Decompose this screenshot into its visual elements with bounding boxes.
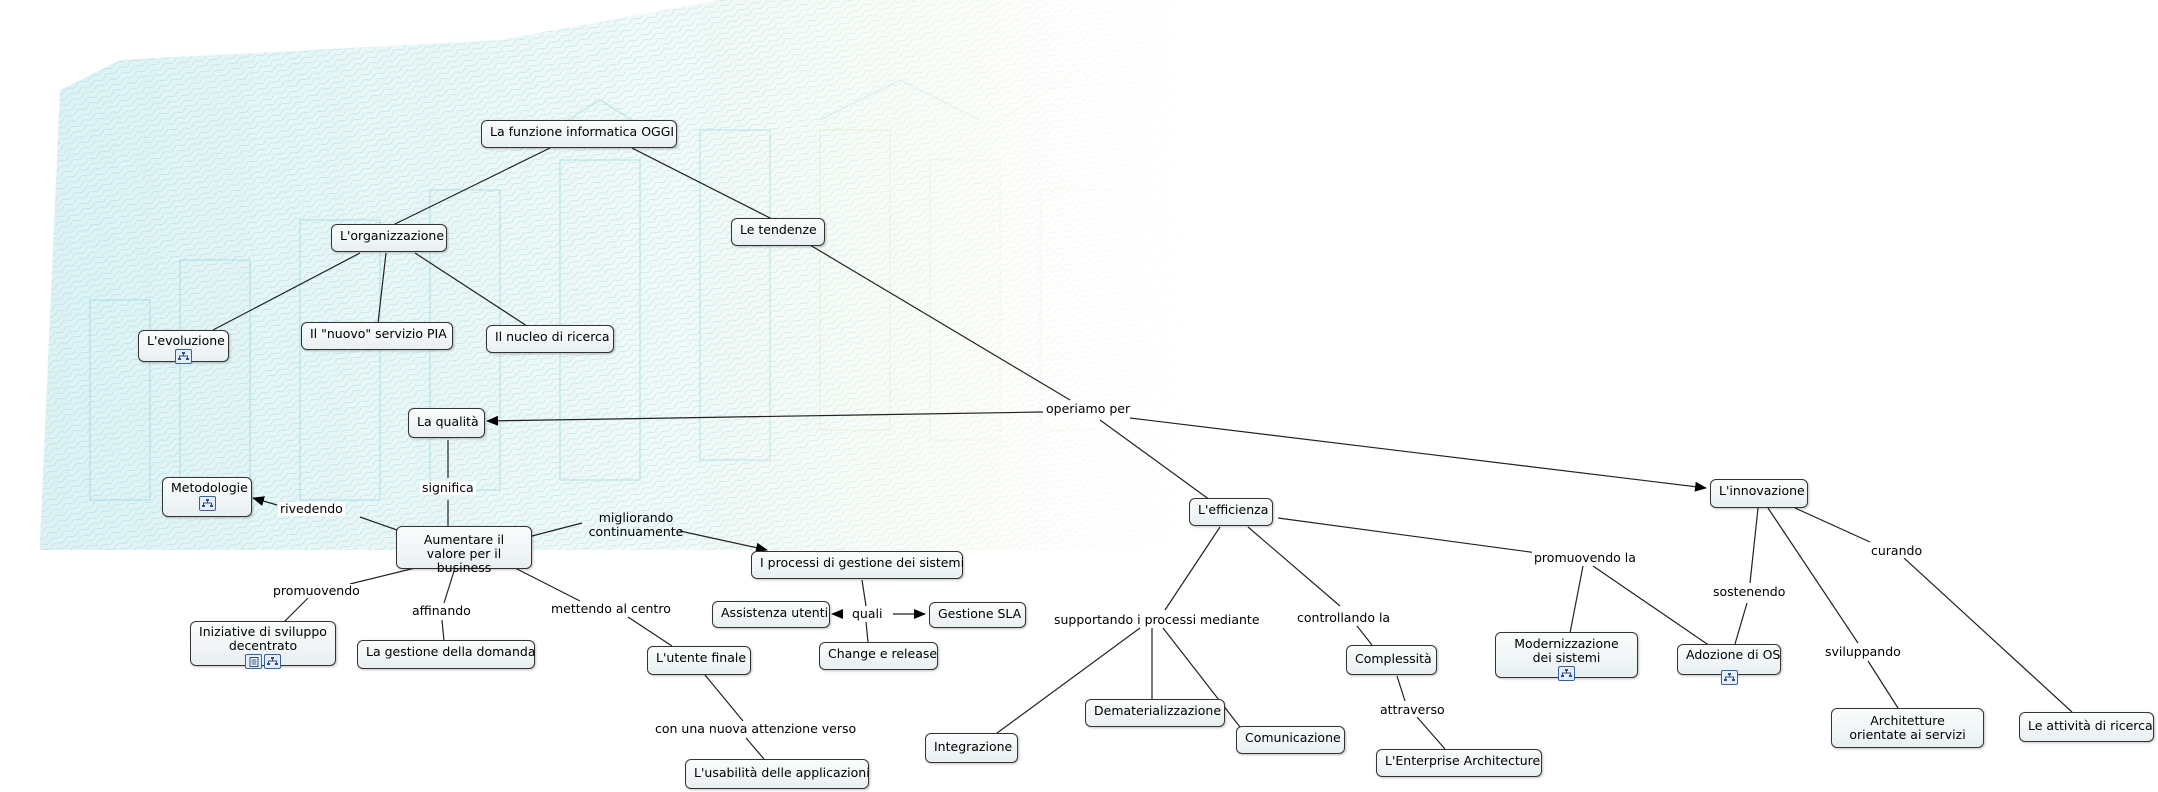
node-enterprise-architecture[interactable]: L'Enterprise Architecture (1376, 749, 1542, 777)
link-quali[interactable]: quali (850, 606, 885, 621)
connector-efficienza-controllando (1247, 526, 1341, 607)
concept-map-icon[interactable] (198, 496, 216, 511)
concept-map-icon[interactable] (1558, 666, 1575, 681)
link-sviluppando[interactable]: sviluppando (1823, 644, 1903, 659)
node-adozione-os[interactable]: Adozione di OS (1677, 644, 1781, 685)
connector-mettendo-utente (627, 616, 673, 647)
arrow-operiamo-qualita (486, 411, 1044, 426)
connector-curando-ricerca (1903, 557, 2073, 713)
link-con-nuova-attenzione[interactable]: con una nuova attenzione verso (653, 721, 859, 736)
node-iniziative-resources (199, 654, 327, 669)
link-sostenendo[interactable]: sostenendo (1711, 584, 1788, 599)
connector-quali-change (865, 621, 869, 643)
connector-efficienza-supportando (1164, 526, 1221, 611)
connector-aumentare-rivedendo (359, 516, 398, 531)
node-metodologie[interactable]: Metodologie (162, 477, 252, 517)
node-adozione-os-resources (1678, 670, 1780, 685)
link-supportando[interactable]: supportando i processi mediante (1052, 612, 1262, 627)
link-migliorando[interactable]: migliorando continuamente (588, 510, 684, 539)
concept-map-icon[interactable] (175, 349, 192, 364)
node-organizzazione[interactable]: L'organizzazione (331, 224, 447, 252)
connector-complessita-attraverso (1396, 675, 1406, 702)
connector-operiamo-efficienza (1099, 419, 1211, 501)
link-controllando[interactable]: controllando la (1295, 610, 1393, 625)
concept-map-icon[interactable] (1720, 670, 1738, 685)
node-usabilita[interactable]: L'usabilità delle applicazioni (685, 759, 870, 789)
node-architetture-servizi[interactable]: Architetture orientate ai servizi (1831, 708, 1984, 748)
node-evoluzione-resources (147, 349, 220, 364)
link-affinando[interactable]: affinando (410, 603, 473, 618)
link-curando[interactable]: curando (1869, 543, 1925, 558)
node-gestione-domanda[interactable]: La gestione della domanda (357, 640, 535, 669)
document-icon[interactable] (245, 654, 262, 669)
node-integrazione[interactable]: Integrazione (925, 733, 1018, 763)
connector-root-organizzazione (392, 147, 551, 226)
connector-tendenze-operiamo (809, 244, 1071, 401)
node-attivita-ricerca[interactable]: Le attività di ricerca (2019, 712, 2154, 742)
node-qualita[interactable]: La qualità (408, 408, 485, 438)
node-root[interactable]: La funzione informatica OGGI (481, 120, 677, 148)
connector-innovazione-sostenendo (1749, 507, 1759, 584)
node-nucleo-ricerca[interactable]: Il nucleo di ricerca (486, 325, 614, 353)
connector-aumentare-affinando (443, 567, 456, 604)
connector-aumentare-mettendo (514, 567, 581, 602)
connector-org-evoluzione (212, 252, 361, 331)
node-complessita[interactable]: Complessità (1346, 645, 1437, 675)
connector-attenzione-usabilita (745, 737, 765, 760)
node-change-release[interactable]: Change e release (819, 642, 938, 670)
connector-promuovendola-modernizzazione (1569, 565, 1584, 634)
link-operiamo-per[interactable]: operiamo per (1044, 401, 1133, 416)
node-tendenze[interactable]: Le tendenze (731, 218, 825, 246)
node-servizio-pia[interactable]: Il "nuovo" servizio PIA (301, 322, 453, 350)
node-innovazione[interactable]: L'innovazione (1710, 479, 1808, 508)
node-modernizzazione[interactable]: Modernizzazione dei sistemi (1495, 632, 1638, 681)
link-promuovendo[interactable]: promuovendo (271, 583, 362, 598)
concept-map-icon[interactable] (264, 654, 281, 669)
connector-sostenendo-adozione (1734, 602, 1748, 645)
connector-sviluppando-architetture (1867, 660, 1899, 709)
building-background-image (40, 0, 1220, 550)
node-comunicazione[interactable]: Comunicazione (1236, 726, 1345, 754)
node-modernizzazione-resources (1504, 666, 1629, 681)
node-evoluzione[interactable]: L'evoluzione (138, 330, 229, 364)
connector-promuovendo-iniziative (283, 597, 309, 623)
connector-promuovendola-adozione (1592, 565, 1711, 647)
connector-innovazione-curando (1794, 507, 1871, 543)
node-dematerializzazione[interactable]: Dematerializzazione (1085, 699, 1225, 727)
connector-org-pia (377, 252, 387, 324)
connector-efficienza-promuovendola (1277, 517, 1546, 555)
node-efficienza[interactable]: L'efficienza (1189, 498, 1273, 526)
connector-attraverso-ea (1416, 716, 1446, 750)
connector-processi-quali (861, 579, 867, 607)
link-significa[interactable]: significa (420, 480, 476, 495)
connector-aumentare-migliorando (531, 522, 583, 537)
link-rivedendo[interactable]: rivedendo (278, 501, 345, 516)
connector-utente-attenzione (704, 674, 744, 722)
connector-affinando-domanda (441, 619, 445, 642)
connector-supportando-comunicazione (1162, 627, 1241, 728)
node-gestione-sla[interactable]: Gestione SLA (929, 602, 1026, 628)
connector-controllando-complessita (1356, 625, 1373, 646)
node-metodologie-resources (171, 496, 243, 511)
connector-supportando-integrazione (992, 627, 1141, 737)
connector-org-nucleo (414, 252, 528, 327)
connector-innovazione-sviluppando (1767, 507, 1859, 644)
arrow-rivedendo-metodologie (252, 496, 278, 506)
link-mettendo-al-centro[interactable]: mettendo al centro (549, 601, 673, 616)
arrow-operiamo-innovazione (1129, 417, 1707, 492)
node-aumentare-valore[interactable]: Aumentare il valore per il business (396, 526, 532, 575)
connector-aumentare-promuovendo (349, 567, 416, 585)
node-assistenza-utenti[interactable]: Assistenza utenti (712, 601, 830, 628)
link-attraverso[interactable]: attraverso (1378, 702, 1447, 717)
node-utente-finale[interactable]: L'utente finale (647, 646, 751, 675)
arrow-migliorando-processi (679, 530, 768, 553)
connector-root-tendenze (631, 147, 775, 221)
node-processi-gestione[interactable]: I processi di gestione dei sistemi (751, 551, 964, 579)
node-iniziative[interactable]: Iniziative di sviluppo decentrato (190, 621, 336, 669)
link-promuovendo-la[interactable]: promuovendo la (1532, 550, 1638, 565)
